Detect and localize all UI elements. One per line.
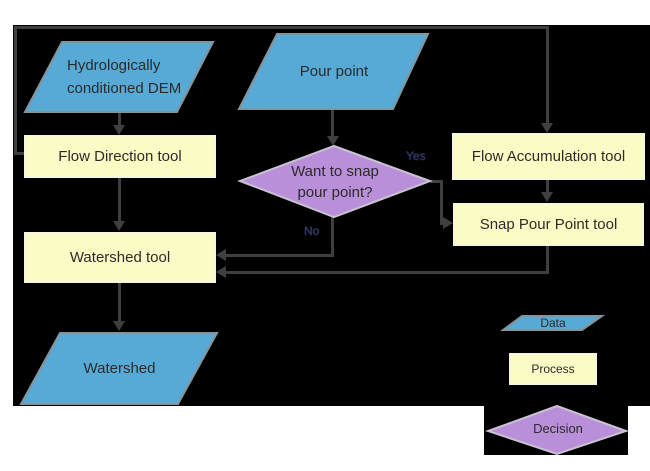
watershed-tool-node: Watershed tool <box>24 232 216 283</box>
decision-node-shape <box>237 144 433 219</box>
edge-decision-no-v <box>331 217 334 257</box>
flow-accumulation-node: Flow Accumulation tool <box>452 133 645 180</box>
edge-label-no: No <box>304 224 320 238</box>
edge-decision-yes-h <box>430 180 443 183</box>
pour-point-node-shape <box>237 33 430 110</box>
arrowhead-dem-flowdirection <box>113 125 125 135</box>
edge-flowdirection-loop-left <box>14 26 17 155</box>
edge-snappourpoint-watershedtool-h <box>226 271 549 274</box>
arrowhead-watershedtool-right-upper <box>216 249 226 261</box>
watershed-node-shape <box>19 332 219 405</box>
legend-decision-shape <box>484 404 630 456</box>
edge-snappourpoint-watershedtool-v <box>546 245 549 274</box>
edge-flowdirection-loop-top <box>14 26 549 29</box>
edge-pourpoint-decision <box>331 109 334 138</box>
edge-flowdirection-watershedtool <box>118 177 121 223</box>
edge-dem-flowdirection <box>118 112 121 127</box>
edge-flowdirection-loop-right <box>546 26 549 125</box>
legend-data-shape <box>499 315 606 331</box>
edge-label-yes: Yes <box>406 149 426 163</box>
snap-pour-point-node: Snap Pour Point tool <box>453 203 644 246</box>
edge-flowaccumulation-snappourpoint <box>546 180 549 194</box>
edge-flowdirection-loop-stub <box>14 152 25 155</box>
arrowhead-watershedtool-right-lower <box>216 266 226 278</box>
arrowhead-watershed-top <box>113 321 125 331</box>
flow-direction-node: Flow Direction tool <box>24 135 216 178</box>
arrowhead-snappourpoint-left <box>443 217 453 229</box>
arrowhead-flowaccumulation-in <box>541 123 553 133</box>
edge-decision-yes-v <box>440 180 443 225</box>
arrowhead-snappourpoint-top <box>541 192 553 202</box>
edge-watershedtool-watershed <box>118 283 121 323</box>
edge-decision-no-h <box>226 254 334 257</box>
dem-node-shape <box>23 41 215 113</box>
arrowhead-decision-top <box>327 136 339 146</box>
legend-process-item: Process <box>509 353 597 385</box>
arrowhead-watershedtool-top <box>113 221 125 231</box>
